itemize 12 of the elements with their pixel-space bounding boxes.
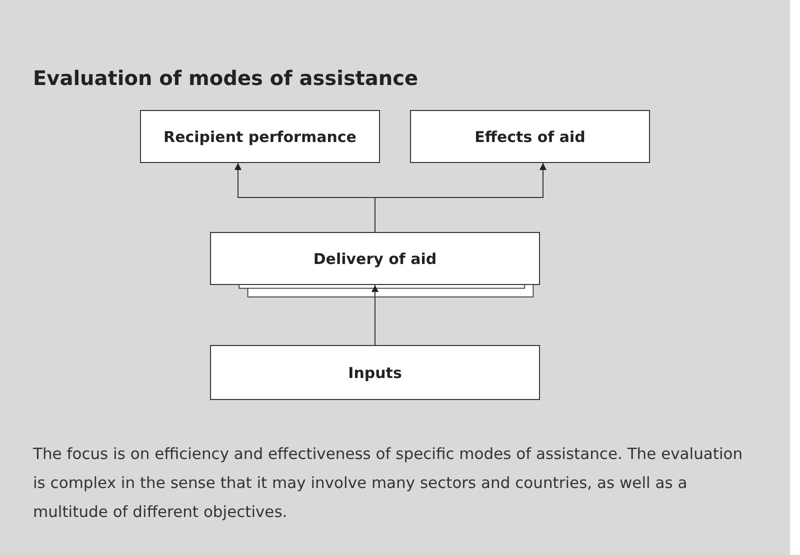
caption: The focus is on efficiency and effectiveness of specific modes of assistance. The evaluation is complex in the sense that it may involve many sectors and countries, as well as a multitude of different objectives. — [33, 444, 744, 523]
arrow — [374, 162, 546, 232]
process-box — [210, 232, 540, 285]
title: Evaluation of modes of assistance — [33, 66, 418, 90]
box-label: Inputs — [348, 364, 402, 382]
box-label: Recipient performance — [164, 128, 356, 146]
process-box — [210, 345, 540, 400]
box-label: Effects of aid — [474, 128, 586, 146]
arrow — [372, 284, 378, 346]
process-box — [140, 110, 380, 163]
box-label: Delivery of aid — [313, 250, 437, 268]
process-box — [410, 110, 650, 163]
